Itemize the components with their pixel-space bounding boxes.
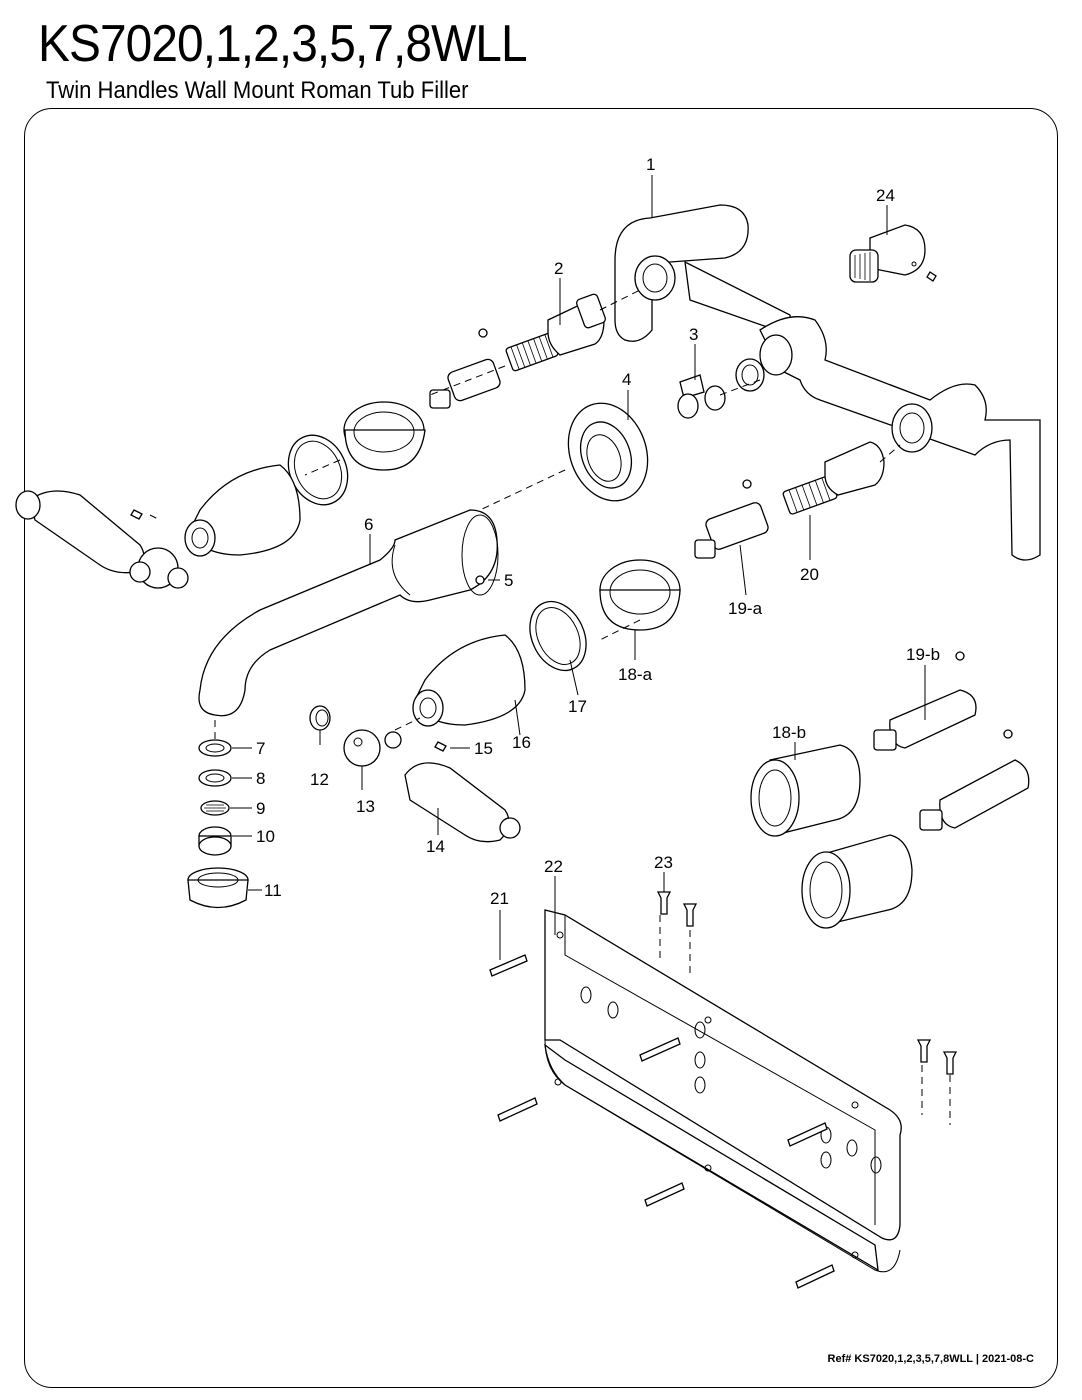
callout-4: 4 <box>622 370 631 389</box>
callout-9: 9 <box>256 799 265 818</box>
spout-part <box>198 509 499 717</box>
callout-7: 7 <box>256 739 265 758</box>
handle-adapter-right-part <box>694 479 769 559</box>
lever-handle-left-part <box>15 490 189 589</box>
callout-16: 16 <box>512 733 531 752</box>
lever-handle-right-part <box>404 741 521 843</box>
set-screw-part <box>475 575 485 585</box>
callout-24: 24 <box>876 186 895 205</box>
aerator-ring-part <box>198 769 232 787</box>
callout-22: 22 <box>544 857 563 876</box>
callout-1: 1 <box>646 155 655 174</box>
handle-adapter-left-part <box>429 328 501 409</box>
assembly-lines <box>149 289 951 1125</box>
extension-stem-part <box>873 651 1030 831</box>
callout-13: 13 <box>356 797 375 816</box>
callout-12: 12 <box>310 770 329 789</box>
button-cap-part <box>309 705 331 731</box>
callout-11: 11 <box>264 881 282 900</box>
callout-2: 2 <box>554 259 563 278</box>
valve-body-part <box>614 204 1041 561</box>
reference-footer: Ref# KS7020,1,2,3,5,7,8WLL | 2021-08-C <box>827 1353 1034 1365</box>
callout-15: 15 <box>474 739 493 758</box>
callout-17: 17 <box>568 697 587 716</box>
callout-3: 3 <box>689 325 698 344</box>
product-description: Twin Handles Wall Mount Roman Tub Filler <box>46 77 469 104</box>
o-ring-left-part <box>287 434 349 506</box>
aerator-housing-part <box>187 867 249 909</box>
sleeve-left-part <box>343 401 426 471</box>
callout-10: 10 <box>256 827 275 846</box>
callout-19b: 19-b <box>906 645 940 664</box>
callout-23: 23 <box>654 853 673 872</box>
callout-leaders <box>230 175 926 960</box>
callout-8: 8 <box>256 769 265 788</box>
callout-5: 5 <box>504 571 513 590</box>
callout-14: 14 <box>426 837 445 856</box>
o-ring-right-part <box>529 600 587 672</box>
sleeve-right-part <box>599 559 681 631</box>
cartridge-right-part <box>782 441 885 515</box>
callout-18a: 18-a <box>618 665 653 684</box>
aerator-screen-part <box>200 800 230 816</box>
callout-6: 6 <box>364 515 373 534</box>
aerator-washer-part <box>198 739 232 757</box>
callout-20: 20 <box>800 565 819 584</box>
extension-sleeve-part <box>750 744 913 929</box>
callout-19a: 19-a <box>728 599 763 618</box>
escutcheon-right-part <box>412 634 526 727</box>
cartridge-left-part <box>505 293 606 372</box>
callout-21: 21 <box>490 889 509 908</box>
diverter-part <box>849 224 937 283</box>
aerator-insert-part <box>198 826 232 856</box>
bracket-screws-top-part <box>656 891 958 1075</box>
callout-labels: 1 2 3 4 5 6 7 8 9 10 11 12 13 14 15 16 1… <box>256 155 940 908</box>
model-title: KS7020,1,2,3,5,7,8WLL <box>38 15 528 73</box>
o-rings-part <box>677 374 726 419</box>
handle-hub-part <box>343 729 402 767</box>
callout-18b: 18-b <box>772 723 806 742</box>
mounting-bracket-part <box>544 909 902 1273</box>
bracket-screws-part <box>489 954 835 1289</box>
diagram-frame <box>24 108 1058 1388</box>
flange-part <box>567 402 649 502</box>
escutcheon-left-part <box>184 464 301 557</box>
